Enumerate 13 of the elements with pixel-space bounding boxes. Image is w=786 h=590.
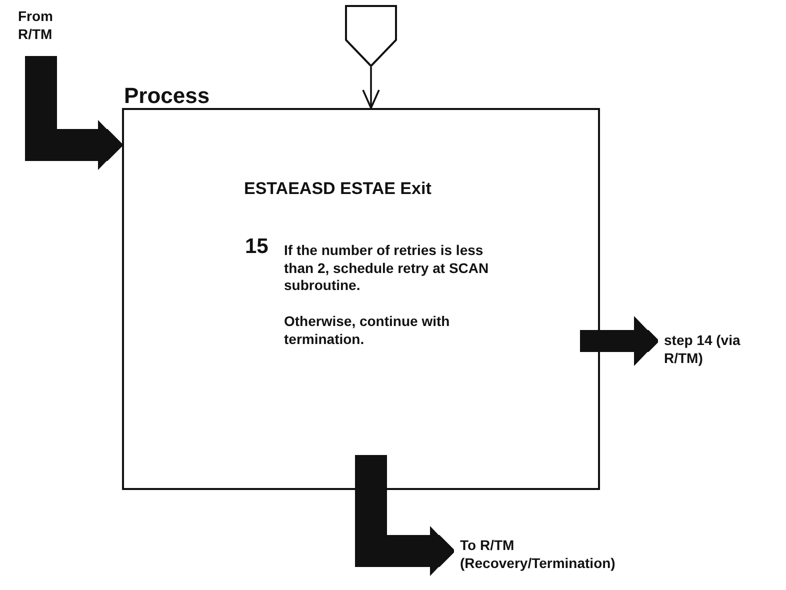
box-heading: Process [124,82,211,110]
step-text: If the number of retries is less than 2, schedule retry at SCAN subroutine. [284,242,489,294]
connector-label: step 14 (via R/TM) [664,332,742,367]
flow-arrow [25,56,122,170]
step-number: 15 [245,234,270,260]
connector-label: From R/TM [18,8,54,43]
off-page-connector [345,5,397,67]
process-title: ESTAEASD ESTAE Exit [244,178,432,200]
arrow [362,67,380,109]
flow-arrow [580,316,658,366]
flow-arrow [355,455,454,576]
step-text: Otherwise, continue with termination. [284,313,451,348]
connector-label: To R/TM (Recovery/Termination) [460,537,616,572]
